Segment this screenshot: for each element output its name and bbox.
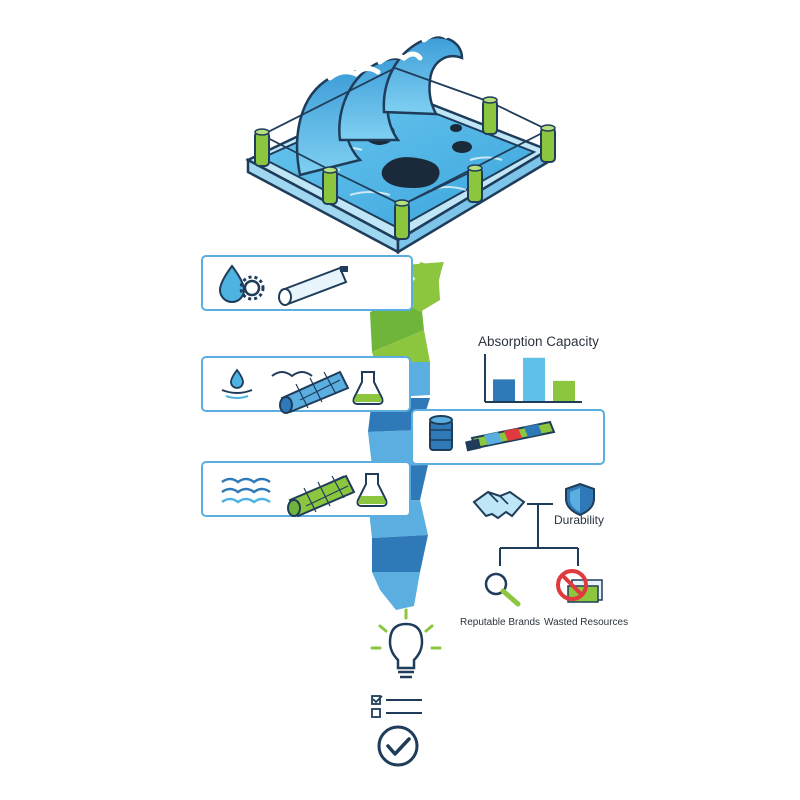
waves-icon bbox=[221, 477, 271, 504]
water-gear-icon bbox=[218, 264, 265, 303]
lightbulb-icon bbox=[370, 608, 442, 679]
handshake-icon bbox=[472, 490, 526, 520]
check-circle-icon bbox=[377, 725, 419, 767]
arrow-head bbox=[404, 262, 444, 300]
flask-icon bbox=[352, 371, 384, 405]
checklist-icon bbox=[371, 695, 422, 718]
shield-icon bbox=[565, 482, 595, 517]
absorption-chart: Absorption Capacity bbox=[478, 334, 599, 403]
reputable-brands-label: Reputable Brands bbox=[460, 617, 540, 628]
durability-label: Durability bbox=[554, 513, 604, 527]
chart-bars bbox=[493, 357, 575, 401]
chart-bar bbox=[523, 357, 545, 401]
magnifier-icon bbox=[484, 572, 521, 607]
boom-post bbox=[254, 96, 556, 240]
info-panel-3 bbox=[201, 461, 411, 518]
oil-slick bbox=[381, 157, 440, 188]
barrel-icon bbox=[429, 415, 453, 451]
chart-bar bbox=[553, 380, 575, 401]
segmented-boom-icon bbox=[465, 420, 556, 452]
info-panel-1 bbox=[201, 255, 413, 311]
wasted-resources-label: Wasted Resources bbox=[544, 617, 628, 628]
tube-icon bbox=[278, 266, 348, 306]
boom-net-icon bbox=[271, 370, 350, 414]
chart-bar bbox=[493, 379, 515, 401]
durability-tree: Durability Reputable Brands Wasted Resou… bbox=[460, 482, 628, 628]
flask-icon bbox=[356, 473, 388, 507]
info-panel-2 bbox=[201, 356, 411, 414]
info-panel-right bbox=[411, 409, 605, 465]
no-waste-icon bbox=[556, 569, 603, 603]
water-drop-icon bbox=[221, 368, 253, 399]
boom-net-icon bbox=[287, 474, 356, 518]
oil-spill-containment-pool bbox=[245, 30, 556, 255]
chart-title: Absorption Capacity bbox=[478, 334, 599, 349]
